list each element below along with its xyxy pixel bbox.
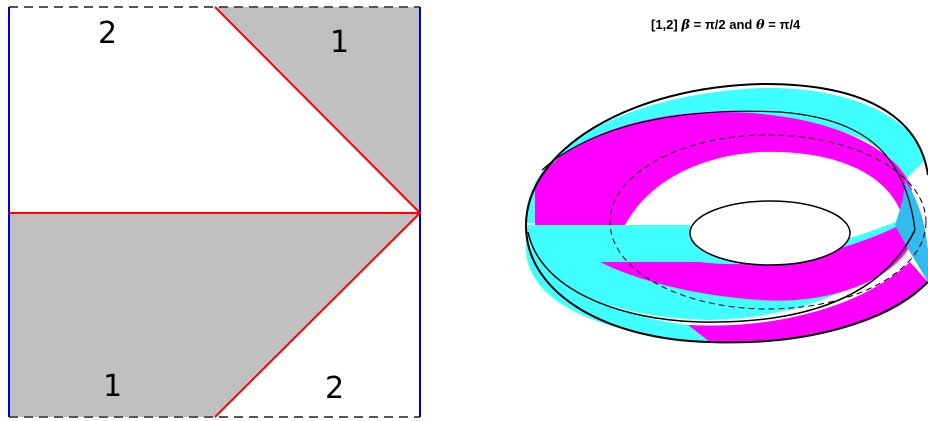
top-surface-magenta-upper — [535, 112, 912, 225]
shaded-region-bottom — [9, 213, 420, 417]
outer-wall-magenta — [688, 262, 928, 343]
label-bottom-right: 2 — [325, 371, 344, 406]
top-surface-cyan-upper — [526, 87, 925, 223]
fold-line-upper — [214, 6, 421, 214]
outer-top-edge — [524, 82, 928, 229]
outer-wall-cyan-front — [526, 230, 710, 342]
band-centerline — [609, 134, 927, 310]
inner-front-edge — [527, 229, 916, 323]
unfolded-square: 2 1 1 2 — [8, 6, 421, 418]
label-bottom-left: 1 — [103, 369, 122, 404]
twist-region — [895, 180, 928, 282]
band-title: [1,2] β = π/2 and θ = π/4 — [651, 17, 801, 33]
outer-wall-cyan-left — [526, 230, 565, 306]
inner-back-edge — [541, 110, 916, 231]
outer-bottom-edge — [525, 227, 928, 344]
label-top-right: 1 — [330, 25, 349, 60]
inner-hole — [689, 200, 851, 266]
fold-line-lower — [214, 212, 421, 418]
twisted-band: [1,2] β = π/2 and θ = π/4 — [524, 17, 928, 344]
top-surface-magenta-lower — [600, 225, 915, 301]
label-top-left: 2 — [98, 16, 117, 51]
